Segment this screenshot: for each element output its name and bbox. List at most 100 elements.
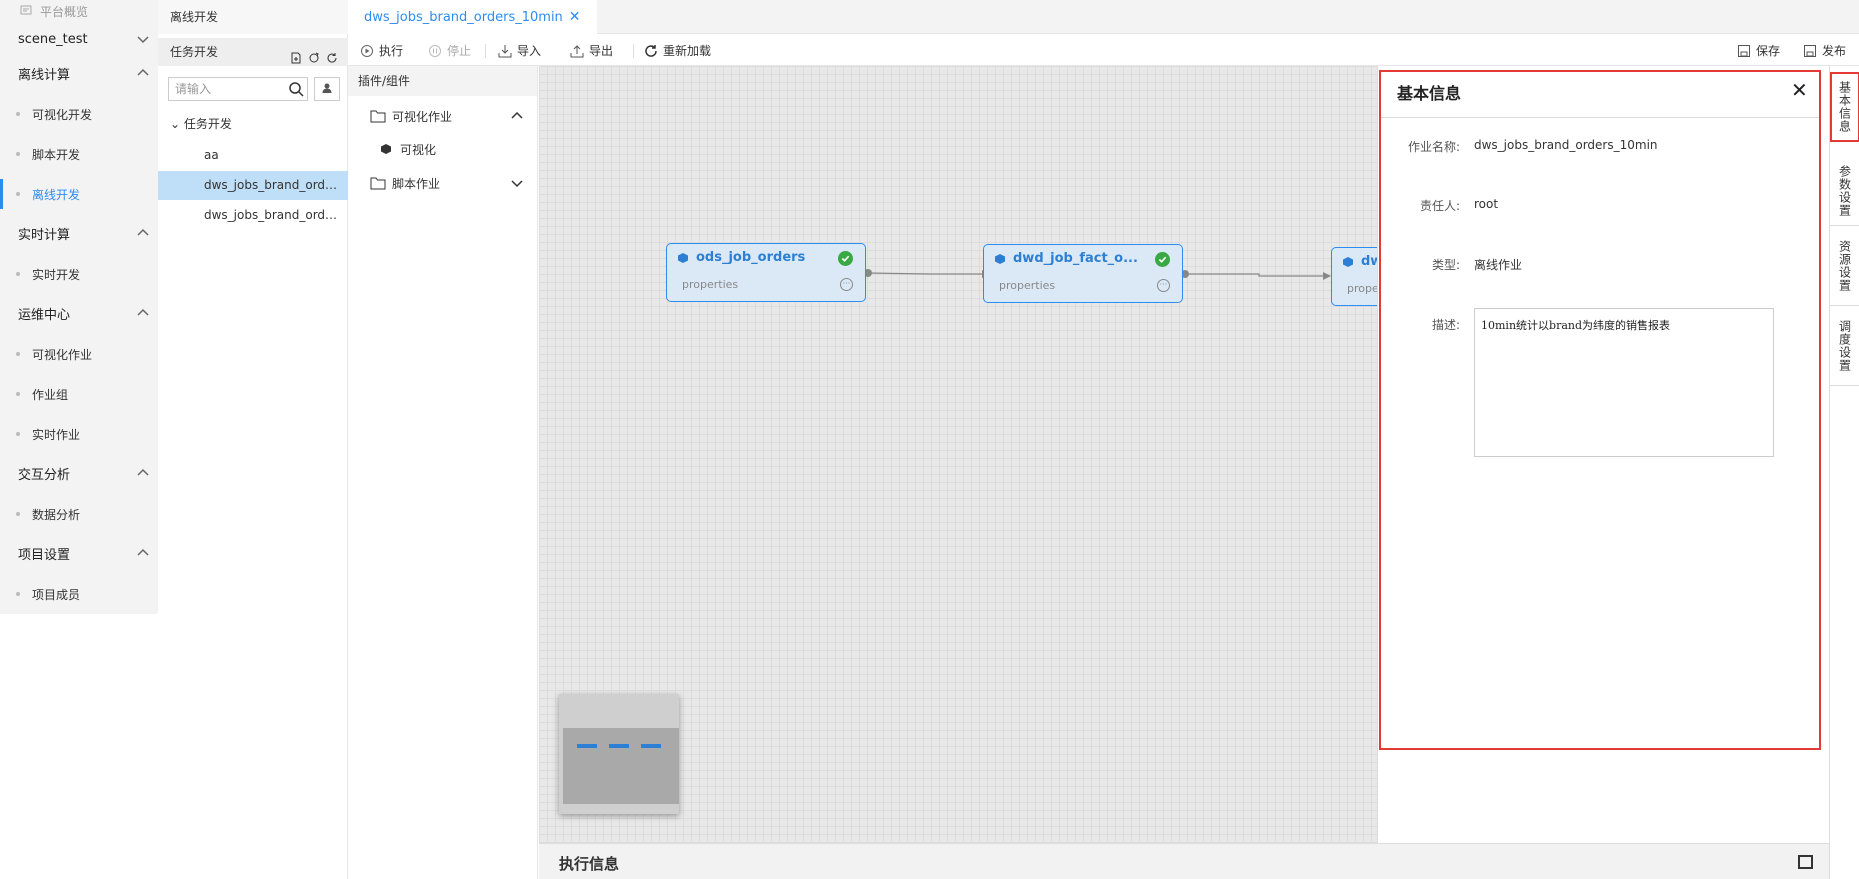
plugin-folder-visual[interactable]: 可视化作业	[348, 99, 538, 133]
nav-item-visual-jobs[interactable]: 可视化作业	[16, 343, 92, 365]
tab-label: dws_jobs_brand_orders_10min	[364, 9, 563, 25]
nav-group-label: 项目设置	[18, 547, 71, 563]
close-icon[interactable]: ✕	[1791, 78, 1808, 102]
exec-info-bar: 执行信息	[539, 843, 1829, 879]
vtab-params[interactable]: 参数设置	[1830, 156, 1859, 226]
plugin-folder-label: 可视化作业	[392, 109, 453, 124]
nav-group-interactive[interactable]: 交互分析	[18, 462, 150, 484]
chevron-up-icon	[136, 466, 150, 480]
bullet-icon	[16, 512, 20, 516]
sync-icon[interactable]	[308, 46, 320, 63]
bullet-icon	[16, 152, 20, 156]
nav-item-job-groups[interactable]: 作业组	[16, 383, 68, 405]
chevron-up-icon	[136, 66, 150, 80]
description-textarea[interactable]: 10min统计以brand为纬度的销售报表	[1474, 308, 1774, 457]
chevron-down-icon	[510, 176, 524, 190]
type-label: 类型:	[1431, 258, 1460, 272]
minimap-viewport[interactable]	[563, 728, 679, 804]
minimap-node	[609, 744, 629, 748]
refresh-icon[interactable]	[326, 46, 338, 63]
tree-folder-label: 任务开发	[183, 117, 232, 131]
plugin-folder-script[interactable]: 脚本作业	[348, 166, 538, 200]
edge-1	[864, 269, 990, 278]
success-check-icon	[1155, 252, 1170, 267]
plugin-folder-label: 脚本作业	[392, 176, 441, 191]
nav-group-ops[interactable]: 运维中心	[18, 302, 150, 324]
user-filter-button[interactable]	[314, 77, 340, 101]
panel-highlight-frame	[1379, 70, 1821, 750]
dag-node-dwd-job-fact[interactable]: dwd_job_fact_o... properties ···	[983, 244, 1183, 303]
vtab-resources[interactable]: 资源设置	[1830, 226, 1859, 306]
plugin-panel: 插件/组件 可视化作业 可视化 脚本作业	[348, 66, 538, 879]
nav-item-visual-dev[interactable]: 可视化开发	[16, 103, 92, 125]
tree-item[interactable]: dws_jobs_brand_orders_1h	[204, 208, 348, 222]
nav-item-label: 实时作业	[32, 427, 81, 442]
dag-canvas[interactable]: ods_job_orders properties ··· dwd_job_fa…	[539, 66, 1377, 843]
platform-overview-link[interactable]: 平台概览	[20, 3, 88, 20]
tree-search-input[interactable]: 请输入	[168, 77, 308, 101]
toolbar-divider	[485, 44, 486, 58]
nav-item-label: 项目成员	[32, 587, 81, 602]
bullet-icon	[16, 112, 20, 116]
new-file-icon[interactable]	[290, 46, 302, 64]
node-properties: prope	[1347, 282, 1377, 295]
import-button[interactable]: 导入	[498, 35, 541, 66]
tree-item[interactable]: aa	[204, 148, 219, 162]
dag-node-ods-job-orders[interactable]: ods_job_orders properties ···	[666, 243, 866, 302]
nav-item-realtime-jobs[interactable]: 实时作业	[16, 423, 80, 445]
owner-label: 责任人:	[1419, 199, 1460, 213]
tab-dws-jobs[interactable]: dws_jobs_brand_orders_10min ✕	[348, 0, 597, 34]
export-label: 导出	[589, 44, 614, 58]
cube-icon	[381, 144, 391, 154]
nav-item-label: 数据分析	[32, 507, 81, 522]
node-title-text: ods_job_orders	[696, 250, 806, 265]
tree-item-selected[interactable]: dws_jobs_brand_orders_10min	[158, 171, 348, 200]
save-icon	[1738, 44, 1750, 57]
node-title-text: dwd_job_fact_o...	[1013, 251, 1138, 266]
run-button[interactable]: 执行	[360, 35, 403, 66]
active-indicator	[0, 179, 3, 209]
job-name-label: 作业名称:	[1407, 140, 1460, 154]
nav-item-project-members[interactable]: 项目成员	[16, 583, 80, 605]
save-button[interactable]: 保存	[1737, 35, 1780, 66]
job-name-value: dws_jobs_brand_orders_10min	[1474, 138, 1658, 152]
plugin-item-visual[interactable]: 可视化	[348, 132, 538, 166]
vtab-basic-info[interactable]: 基本信息	[1830, 72, 1859, 142]
node-title-text: dw	[1361, 254, 1377, 269]
task-tree-panel: 离线开发 任务开发 请输入 ⌄ 任务开发 aa dws_jobs_brand_o…	[158, 0, 348, 879]
nav-item-label: 脚本开发	[32, 147, 81, 162]
minimap-node	[641, 744, 661, 748]
nav-group-offline[interactable]: 离线计算	[18, 62, 150, 84]
nav-item-script-dev[interactable]: 脚本开发	[16, 143, 80, 165]
left-nav: 平台概览 scene_test 离线计算 可视化开发 脚本开发 离线开发 实时计…	[0, 0, 158, 614]
cube-icon	[678, 252, 688, 263]
more-icon[interactable]: ···	[840, 278, 853, 291]
folder-icon	[370, 177, 386, 190]
canvas-minimap[interactable]	[559, 694, 679, 814]
node-properties: properties	[682, 278, 739, 291]
toolbar-divider	[633, 44, 634, 58]
tree-folder[interactable]: ⌄ 任务开发	[158, 110, 348, 139]
vtab-schedule[interactable]: 调度设置	[1830, 306, 1859, 386]
nav-item-label: 实时开发	[32, 267, 81, 282]
user-icon	[321, 82, 333, 97]
nav-item-offline-dev[interactable]: 离线开发	[16, 183, 80, 205]
close-icon[interactable]: ✕	[568, 9, 581, 25]
maximize-icon[interactable]	[1798, 855, 1813, 869]
nav-group-realtime[interactable]: 实时计算	[18, 222, 150, 244]
export-button[interactable]: 导出	[570, 35, 613, 66]
panel-title: 基本信息	[1397, 84, 1462, 103]
search-icon[interactable]	[288, 81, 304, 97]
nav-item-label: 可视化开发	[32, 107, 93, 122]
nav-item-realtime-dev[interactable]: 实时开发	[16, 263, 80, 285]
nav-item-data-analysis[interactable]: 数据分析	[16, 503, 80, 525]
publish-button[interactable]: 发布	[1803, 35, 1846, 66]
reload-button[interactable]: 重新加载	[644, 35, 711, 66]
dag-node-dws[interactable]: dw prope	[1331, 247, 1377, 306]
nav-group-project-settings[interactable]: 项目设置	[18, 542, 150, 564]
stop-button[interactable]: 停止	[428, 35, 471, 66]
more-icon[interactable]: ···	[1157, 279, 1170, 292]
tree-section-label: 任务开发	[170, 45, 219, 59]
nav-item-label: 离线开发	[32, 187, 81, 202]
project-selector[interactable]: scene_test	[18, 29, 150, 49]
